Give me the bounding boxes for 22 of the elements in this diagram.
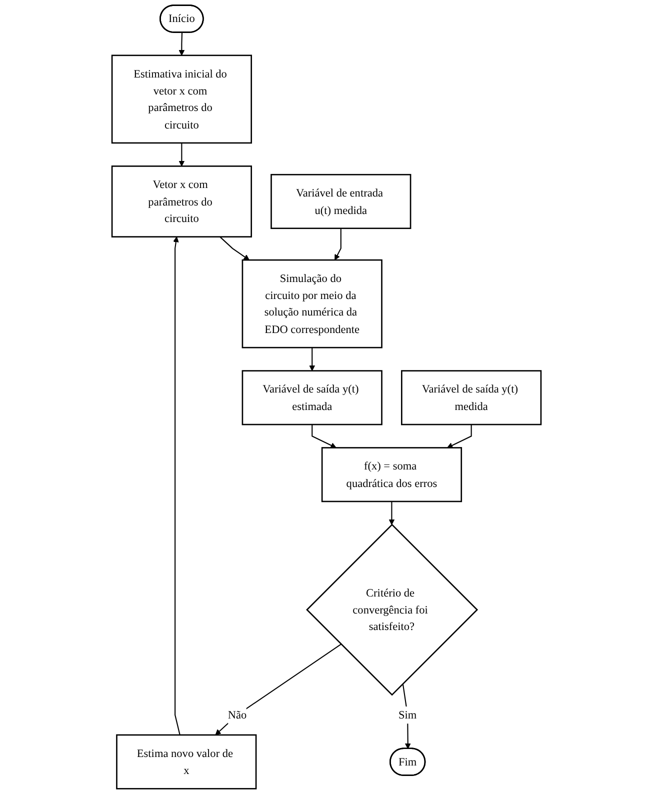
arrow — [309, 348, 316, 372]
edge-label: Não — [228, 708, 247, 722]
edge-label: Sim — [398, 708, 417, 722]
arrow — [312, 424, 336, 448]
node-box: Vetor x com parâmetros do circuito — [111, 166, 252, 238]
arrow — [447, 424, 472, 448]
arrow — [178, 142, 185, 166]
arrow — [334, 228, 342, 260]
node-box: f(x) = soma quadrática dos erros — [321, 447, 462, 502]
arrow — [220, 236, 250, 260]
node-box: Estimativa inicial do vetor x com parâmetros do circuito — [111, 54, 252, 144]
node-box: Variável de saída y(t) medida — [401, 370, 542, 426]
node-box: Simulação do circuito por meio da solução numérica da EDO correspondente — [242, 259, 382, 348]
arrow — [388, 501, 395, 525]
node-box: Variável de saída y(t) estimada — [242, 370, 382, 426]
arrow — [402, 684, 411, 749]
arrow — [215, 644, 342, 736]
arrow — [178, 32, 185, 56]
arrow — [173, 236, 180, 736]
node-diamond: Critério de convergência foi satisfeito? — [306, 524, 478, 696]
node-box: Estima novo valor de x — [116, 734, 257, 790]
node-box: Variável de entrada u(t) medida — [270, 174, 412, 230]
